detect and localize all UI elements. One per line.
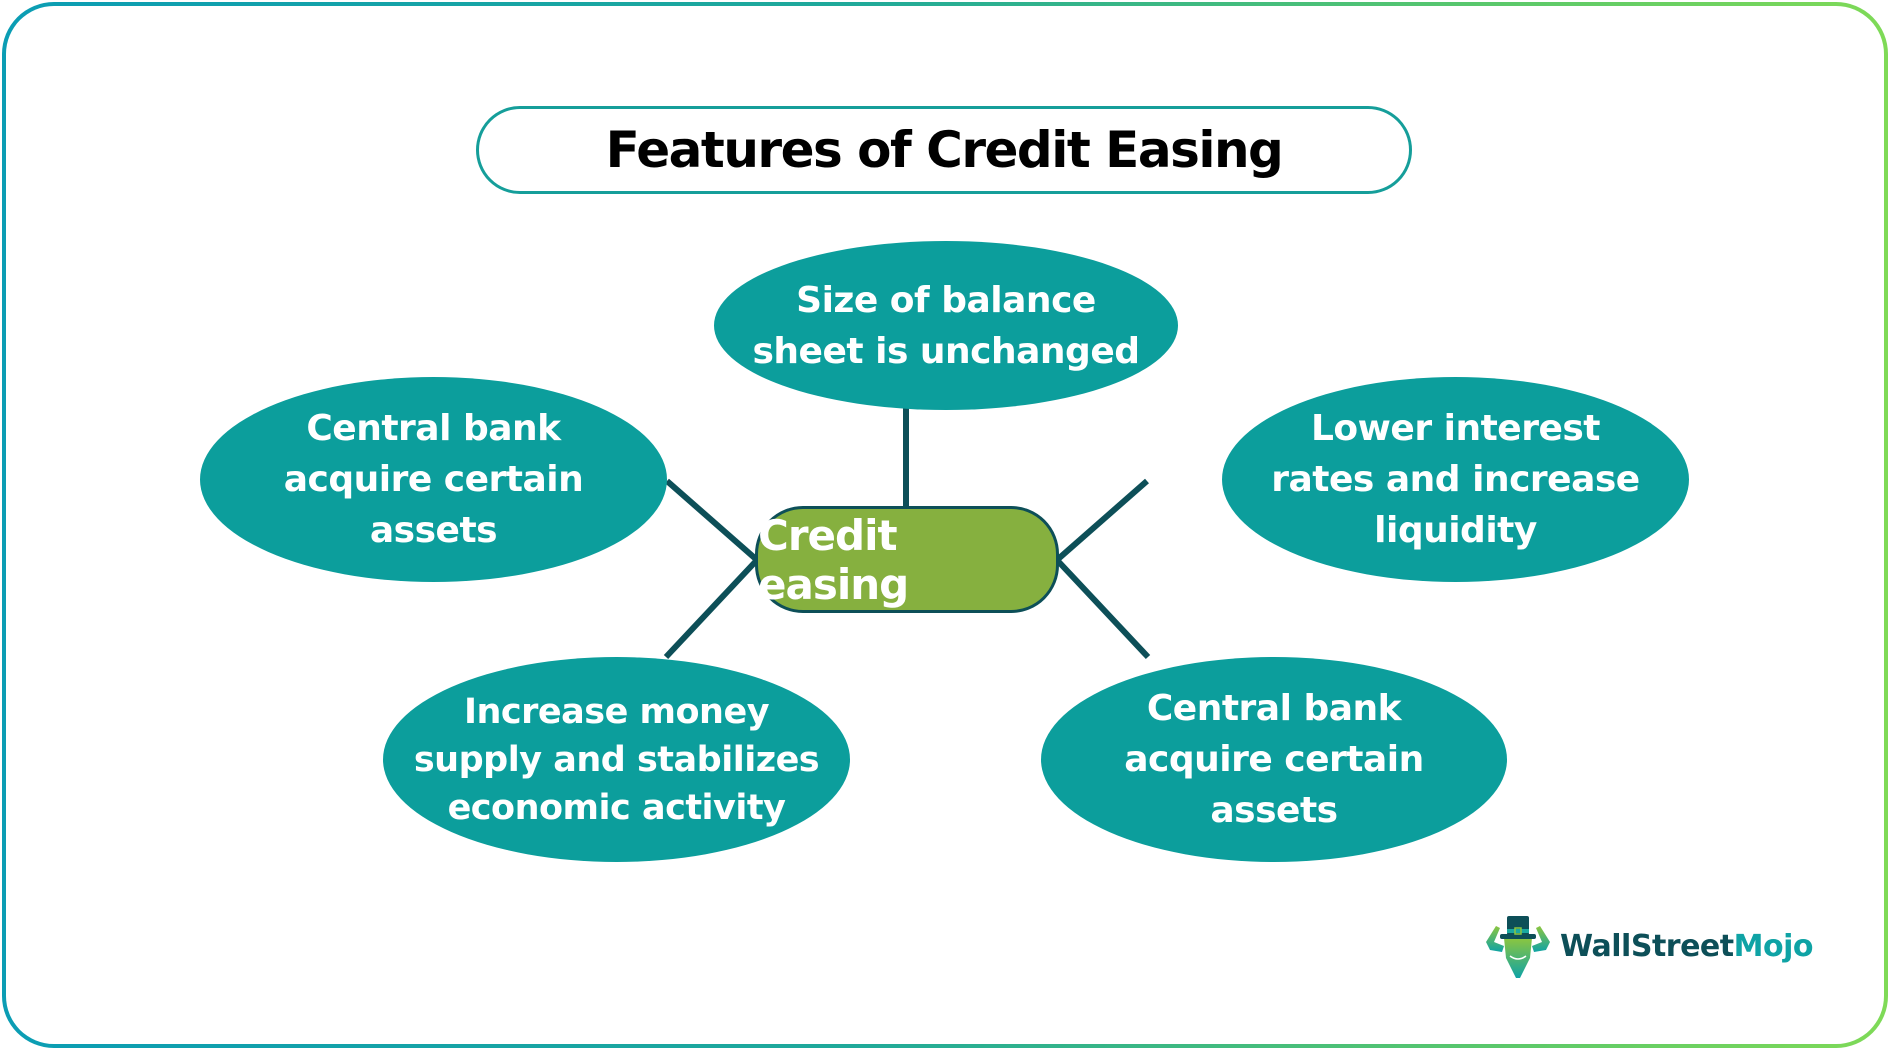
connector-right-top: [1055, 478, 1149, 563]
node-left-top-label: Central bank acquire certain assets: [283, 408, 584, 551]
connector-bottom-left: [663, 557, 760, 660]
node-bottom-left: Increase money supply and stabilizes eco…: [383, 657, 850, 862]
brand-logo: WallStreetMojo: [1482, 912, 1813, 980]
node-left-top: Central bank acquire certain assets: [200, 377, 667, 582]
connector-left-top: [665, 478, 759, 563]
node-top: Size of balance sheet is unchanged: [714, 241, 1178, 410]
center-node-label: Credit easing: [758, 510, 909, 609]
node-bottom-right-label: Central bank acquire certain assets: [1124, 688, 1424, 831]
node-bottom-right: Central bank acquire certain assets: [1041, 657, 1507, 862]
node-right-top-label: Lower interest rates and increase liquid…: [1271, 408, 1640, 551]
node-right-top: Lower interest rates and increase liquid…: [1222, 377, 1689, 582]
bull-with-top-hat-icon: [1486, 916, 1550, 978]
node-top-label: Size of balance sheet is unchanged: [752, 279, 1140, 372]
center-node: Credit easing: [755, 506, 1059, 613]
connector-bottom-right: [1054, 557, 1151, 660]
node-bottom-left-label: Increase money supply and stabilizes eco…: [413, 691, 820, 828]
title-banner: Features of Credit Easing: [476, 106, 1412, 194]
page-title: Features of Credit Easing: [605, 121, 1284, 179]
brand-name: WallStreetMojo: [1560, 928, 1813, 964]
